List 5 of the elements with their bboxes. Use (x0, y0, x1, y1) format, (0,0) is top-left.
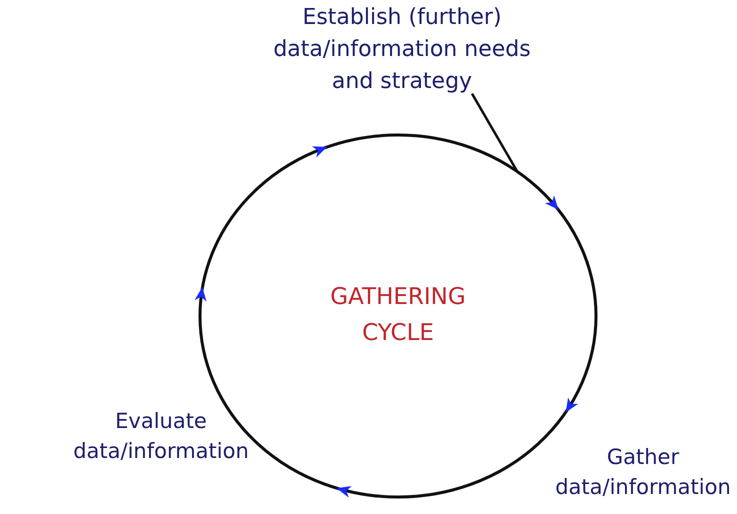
step-label: Establish (further) data/information needs and strategy (262, 2, 542, 98)
leader-line (470, 93, 518, 172)
cycle-title: GATHERING CYCLE (329, 283, 467, 348)
step-label: Gather data/information (549, 442, 737, 503)
step-label: Evaluate data/information (58, 406, 264, 467)
